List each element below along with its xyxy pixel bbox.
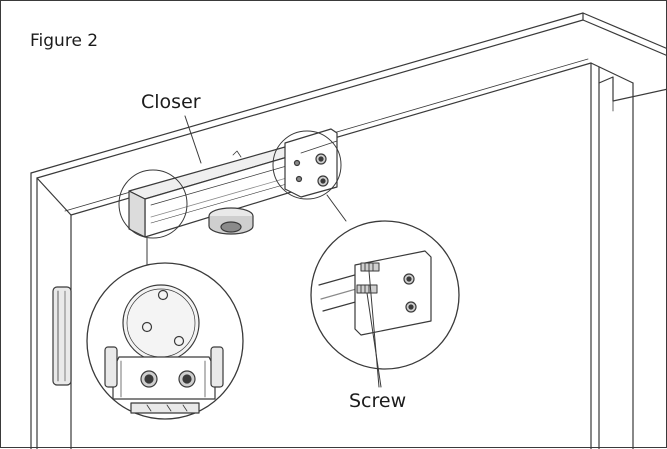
left-detail-view: [86, 262, 244, 420]
closer-body: [128, 146, 302, 238]
closer-label: Closer: [141, 91, 201, 113]
detail-markers: [118, 130, 347, 270]
closer-bracket: [284, 128, 338, 198]
figure-title: Figure 2: [30, 31, 99, 51]
screw-label: Screw: [349, 390, 407, 412]
closer-leader-line: [184, 115, 202, 164]
right-detail-view: [310, 220, 460, 388]
